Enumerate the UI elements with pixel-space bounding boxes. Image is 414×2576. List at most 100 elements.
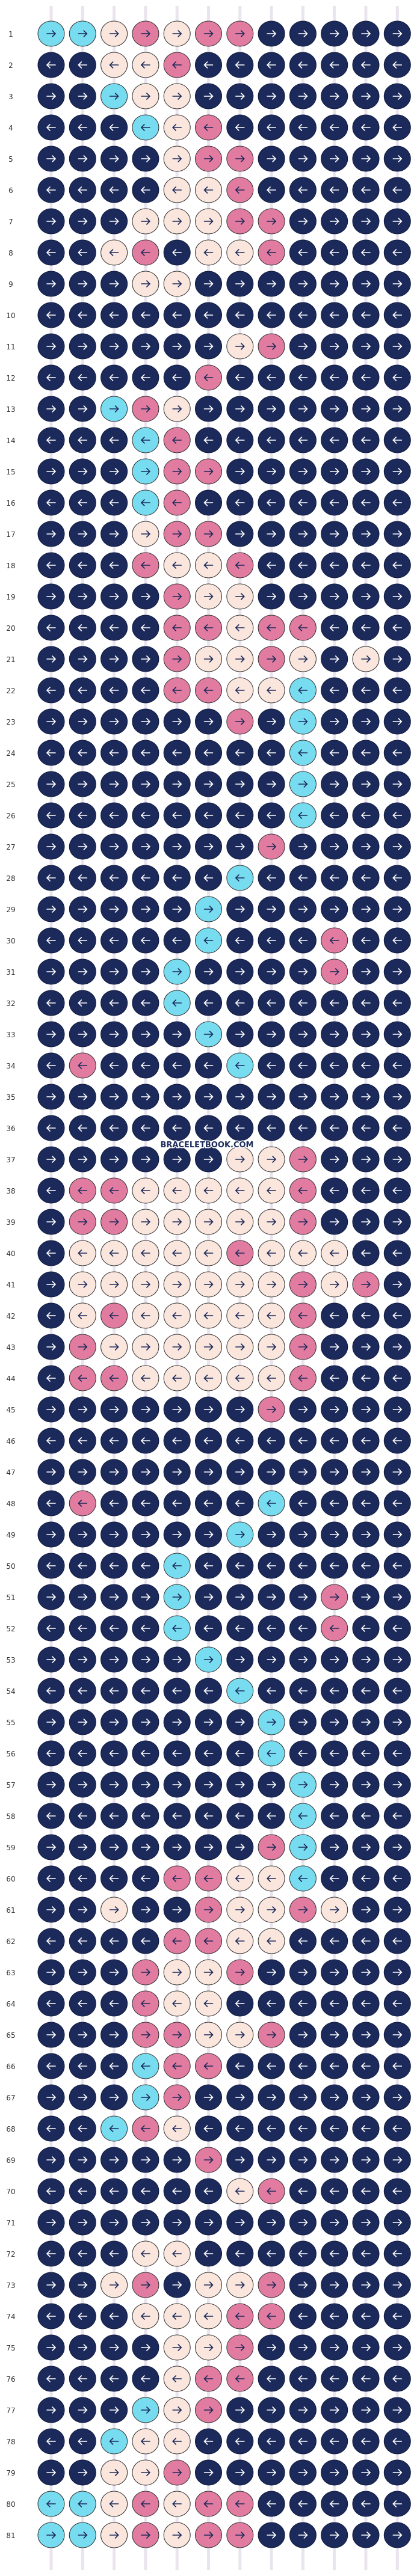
knot-arrow-icon <box>235 906 245 913</box>
knot-arrow-icon <box>78 999 88 1007</box>
row-label: 10 <box>6 311 15 320</box>
knot-arrow-icon <box>78 2156 88 2164</box>
knot-arrow-icon <box>361 1656 371 1663</box>
knot-arrow-icon <box>266 1312 276 1319</box>
row-label: 3 <box>8 93 13 101</box>
knot-arrow-icon <box>109 374 119 381</box>
knot-arrow-icon <box>46 437 56 444</box>
knot-arrow-icon <box>109 2281 119 2289</box>
knot-arrow-icon <box>109 562 119 569</box>
knot-arrow-icon <box>109 1187 119 1194</box>
knot-arrow-icon <box>392 61 403 69</box>
knot-arrow-icon <box>46 1124 56 1132</box>
knot-arrow-icon <box>109 2250 119 2257</box>
knot-arrow-icon <box>267 1531 277 1538</box>
knot-arrow-icon <box>392 1062 403 1069</box>
knot-arrow-icon <box>109 2156 119 2164</box>
knot-arrow-icon <box>203 1937 214 1945</box>
knot-arrow-icon <box>141 468 151 475</box>
knot-arrow-icon <box>172 1844 182 1851</box>
knot-arrow-icon <box>203 1437 214 1444</box>
knot-arrow-icon <box>109 1531 119 1538</box>
knot-arrow-icon <box>203 374 214 381</box>
knot-arrow-icon <box>46 1437 56 1444</box>
knot-arrow-icon <box>329 1343 339 1351</box>
knot-arrow-icon <box>203 2469 214 2476</box>
knot-arrow-icon <box>360 1124 371 1132</box>
row-label: 24 <box>6 749 15 758</box>
knot-arrow-icon <box>392 1093 403 1100</box>
row-label: 20 <box>6 624 15 633</box>
knot-arrow-icon <box>46 1281 57 1288</box>
knot-arrow-icon <box>392 186 403 194</box>
knot-arrow-icon <box>203 468 214 475</box>
knot-arrow-icon <box>46 968 57 975</box>
knot-arrow-icon <box>235 1812 245 1820</box>
row-label: 67 <box>6 2094 15 2102</box>
knot-arrow-icon <box>78 155 88 162</box>
knot-arrow-icon <box>109 280 119 287</box>
knot-arrow-icon <box>141 1531 151 1538</box>
knot-arrow-icon <box>329 749 339 756</box>
knot-arrow-icon <box>46 1218 57 1225</box>
knot-arrow-icon <box>392 1906 403 1913</box>
knot-arrow-icon <box>46 343 57 350</box>
knot-arrow-icon <box>392 499 403 506</box>
knot-arrow-icon <box>109 2000 119 2007</box>
knot-arrow-icon <box>235 1093 245 1100</box>
knot-arrow-icon <box>46 1062 56 1069</box>
knot-arrow-icon <box>46 218 57 225</box>
knot-arrow-icon <box>46 1625 56 1632</box>
knot-arrow-icon <box>203 124 214 131</box>
knot-arrow-icon <box>329 1750 339 1757</box>
knot-arrow-icon <box>109 530 119 538</box>
knot-arrow-icon <box>46 1343 57 1351</box>
knot-arrow-icon <box>392 1531 403 1538</box>
knot-arrow-icon <box>46 1031 57 1038</box>
knot-arrow-icon <box>266 1687 276 1694</box>
knot-arrow-icon <box>78 2469 88 2476</box>
knot-arrow-icon <box>298 2188 308 2195</box>
knot-arrow-icon <box>235 2156 245 2164</box>
knot-arrow-icon <box>141 843 151 850</box>
knot-arrow-icon <box>361 843 371 850</box>
knot-arrow-icon <box>298 2125 308 2132</box>
knot-arrow-icon <box>361 2031 371 2038</box>
knot-arrow-icon <box>298 1343 308 1351</box>
knot-arrow-icon <box>235 2438 245 2445</box>
knot-arrow-icon <box>298 2000 308 2007</box>
knot-arrow-icon <box>78 874 88 882</box>
knot-arrow-icon <box>78 1687 88 1694</box>
knot-arrow-icon <box>172 1093 182 1100</box>
knot-arrow-icon <box>172 218 182 225</box>
knot-arrow-icon <box>78 2031 88 2038</box>
knot-arrow-icon <box>109 343 119 350</box>
knot-arrow-icon <box>140 2375 150 2382</box>
knot-arrow-icon <box>46 2188 56 2195</box>
knot-arrow-icon <box>172 1281 182 1288</box>
knot-arrow-icon <box>140 1437 150 1444</box>
knot-arrow-icon <box>298 1656 308 1663</box>
knot-arrow-icon <box>109 1844 119 1851</box>
knot-arrow-icon <box>78 2094 88 2101</box>
knot-arrow-icon <box>392 437 403 444</box>
knot-arrow-icon <box>203 437 214 444</box>
knot-arrow-icon <box>235 1031 245 1038</box>
knot-arrow-icon <box>109 624 119 631</box>
knot-arrow-icon <box>298 1719 308 1726</box>
knot-arrow-icon <box>140 374 150 381</box>
knot-arrow-icon <box>266 687 276 694</box>
knot-arrow-icon <box>172 1906 182 1913</box>
knot-arrow-icon <box>141 1906 151 1913</box>
knot-arrow-icon <box>392 1281 403 1288</box>
knot-arrow-icon <box>235 2000 245 2007</box>
knot-arrow-icon <box>46 812 56 819</box>
row-label: 76 <box>6 2375 15 2384</box>
knot-arrow-icon <box>203 1875 214 1882</box>
knot-arrow-icon <box>392 311 403 319</box>
knot-arrow-icon <box>172 1406 182 1413</box>
knot-arrow-icon <box>140 124 150 131</box>
row-label: 72 <box>6 2250 15 2259</box>
knot-arrow-icon <box>203 718 214 725</box>
knot-arrow-icon <box>267 1031 277 1038</box>
